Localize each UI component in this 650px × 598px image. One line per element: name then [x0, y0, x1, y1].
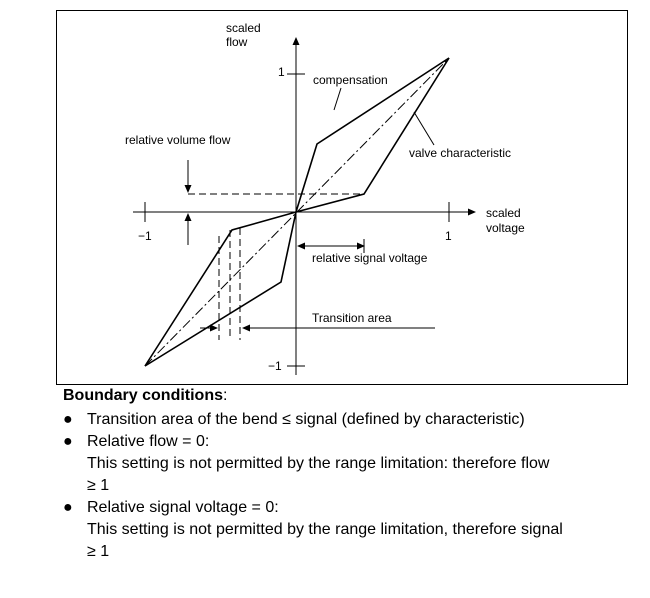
x-axis-label-line2: voltage — [486, 221, 525, 235]
list-item-line: Transition area of the bend ≤ signal (de… — [87, 411, 525, 428]
tick-label-x-pos: 1 — [445, 229, 452, 243]
valve-compensation-diagram: scaled flow scaled voltage 1 −1 −1 1 com… — [56, 10, 628, 385]
compensation-leader — [333, 87, 342, 111]
bullet-icon: ● — [63, 411, 73, 428]
y-axis-label-line1: scaled — [226, 21, 261, 35]
transition-area-label: Transition area — [312, 311, 392, 325]
list-item: ● Transition area of the bend ≤ signal (… — [63, 409, 638, 431]
relative-volume-flow-label: relative volume flow — [125, 133, 231, 147]
list-item-line: This setting is not permitted by the ran… — [87, 455, 550, 472]
boundary-conditions-list: ● Transition area of the bend ≤ signal (… — [63, 409, 638, 563]
bullet-icon: ● — [63, 433, 73, 450]
y-axis-label-line2: flow — [226, 35, 248, 49]
relative-signal-voltage-label: relative signal voltage — [312, 251, 428, 265]
compensation-label: compensation — [313, 73, 388, 87]
boundary-conditions-heading: Boundary conditions: — [63, 385, 638, 407]
tick-label-y-neg: −1 — [268, 359, 282, 373]
list-item-line: This setting is not permitted by the ran… — [87, 521, 563, 538]
x-axis-label-line1: scaled — [486, 206, 521, 220]
list-item-line: ≥ 1 — [87, 477, 110, 494]
valve-characteristic-leader — [413, 111, 435, 146]
bullet-icon: ● — [63, 499, 73, 516]
list-item-line: Relative signal voltage = 0: — [87, 499, 279, 516]
boundary-conditions-section: Boundary conditions: ● Transition area o… — [63, 385, 638, 563]
tick-label-x-neg: −1 — [138, 229, 152, 243]
list-item: ● Relative signal voltage = 0: This sett… — [63, 497, 638, 563]
valve-characteristic-label: valve characteristic — [409, 146, 511, 160]
diagram-frame — [56, 10, 628, 385]
valve-characteristic-curve — [144, 57, 450, 367]
list-item: ● Relative flow = 0: This setting is not… — [63, 431, 638, 497]
tick-label-y-pos: 1 — [278, 65, 285, 79]
boundary-conditions-title: Boundary conditions — [63, 387, 223, 404]
list-item-line: ≥ 1 — [87, 543, 110, 560]
boundary-conditions-colon: : — [223, 387, 228, 404]
list-item-line: Relative flow = 0: — [87, 433, 210, 450]
